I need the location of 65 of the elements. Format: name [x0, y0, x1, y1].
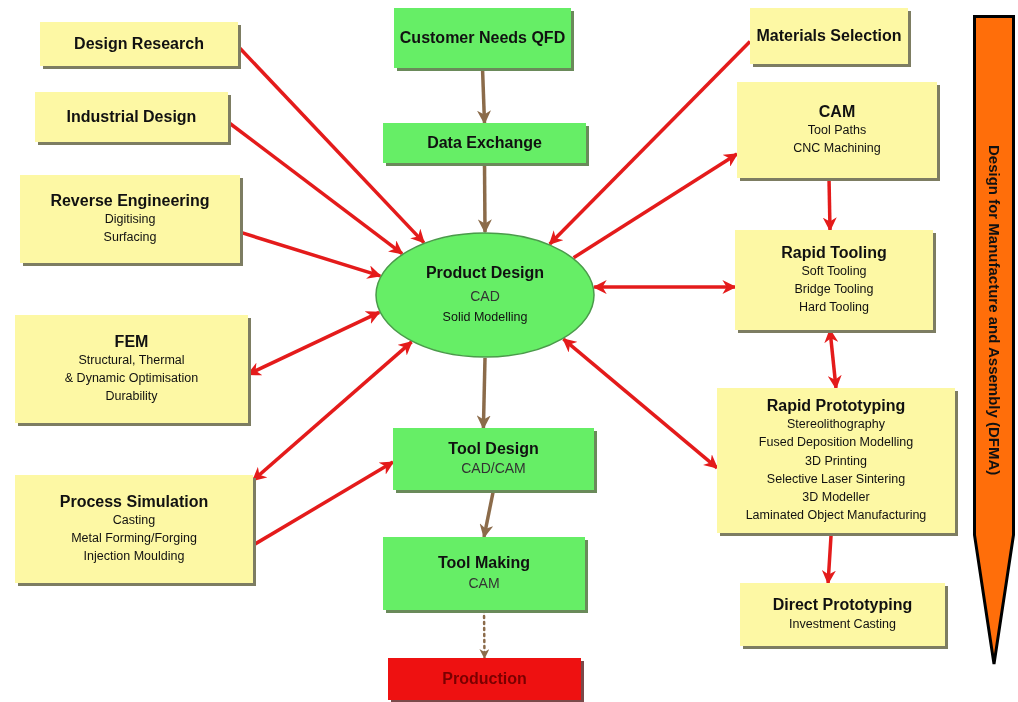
node-detail: Casting	[112, 512, 156, 529]
process-box	[717, 388, 955, 533]
process-box	[750, 8, 908, 64]
node-detail: CAM	[468, 573, 500, 593]
node-detail: CAD	[470, 287, 500, 306]
node-title: Industrial Design	[66, 107, 197, 127]
node-title: Customer Needs QFD	[399, 28, 566, 48]
node-detail: Soft Tooling	[801, 263, 867, 280]
node-detail: 3D Modeller	[802, 488, 870, 506]
node-detail: Solid Modelling	[442, 309, 528, 327]
node-detail: Digitising	[104, 211, 156, 229]
process-box	[383, 123, 586, 163]
pointed-band	[973, 15, 1015, 665]
node-detail: Investment Casting	[789, 615, 896, 633]
process-box	[35, 92, 228, 142]
process-box	[20, 175, 240, 263]
node-title: Process Simulation	[59, 492, 209, 511]
process-box	[393, 428, 594, 490]
node-detail: Surfacing	[103, 229, 157, 247]
node-title: Design for Manufacture and Assembly (DFMA)	[985, 144, 1003, 476]
process-box	[740, 583, 945, 646]
arrow	[477, 163, 492, 234]
node-detail: Laminated Object Manufacturing	[745, 506, 927, 524]
process-box	[737, 82, 937, 178]
node-detail: Structural, Thermal	[78, 352, 185, 369]
node-detail: CAD/CAM	[461, 459, 526, 479]
node-detail: 3D Printing	[805, 452, 867, 470]
node-detail: Stereolithography	[787, 416, 885, 434]
process-box	[394, 8, 571, 68]
process-box	[15, 315, 248, 423]
node-detail: & Dynamic Optimisation	[64, 370, 199, 388]
node-detail: Durability	[105, 388, 158, 406]
process-ellipse	[375, 232, 595, 358]
node-title: CAM	[818, 102, 856, 122]
arrow	[548, 40, 752, 246]
node-detail: Injection Moulding	[83, 548, 185, 566]
node-detail: Metal Forming/Forging	[71, 530, 197, 548]
node-title: Design Research	[74, 34, 204, 54]
terminal-box	[388, 658, 581, 700]
arrow	[572, 152, 739, 260]
node-title: Rapid Tooling	[781, 243, 887, 262]
arrow	[562, 337, 719, 470]
arrow	[251, 340, 413, 482]
node-title: Data Exchange	[427, 133, 542, 153]
node-title: FEM	[114, 332, 149, 351]
process-box	[383, 537, 585, 610]
node-title: Tool Making	[437, 554, 531, 573]
node-title: Tool Design	[448, 439, 539, 459]
node-detail: Bridge Tooling	[794, 281, 874, 299]
arrow	[592, 280, 737, 295]
node-title: Reverse Engineering	[50, 191, 210, 211]
node-detail: Tool Paths	[807, 122, 867, 140]
node-detail: Selective Laser Sintering	[766, 470, 906, 488]
node-detail: CNC Machining	[793, 140, 881, 158]
node-title: Production	[442, 669, 527, 689]
node-detail: Hard Tooling	[799, 299, 869, 317]
node-title: Rapid Prototyping	[766, 396, 906, 416]
arrow	[476, 357, 491, 430]
node-title: Direct Prototyping	[772, 596, 913, 615]
process-box	[735, 230, 933, 330]
node-title: Materials Selection	[756, 26, 902, 46]
process-box	[15, 475, 253, 583]
process-box	[40, 22, 238, 66]
node-title: Product Design	[425, 263, 545, 282]
node-detail: Fused Deposition Modelling	[758, 434, 914, 452]
